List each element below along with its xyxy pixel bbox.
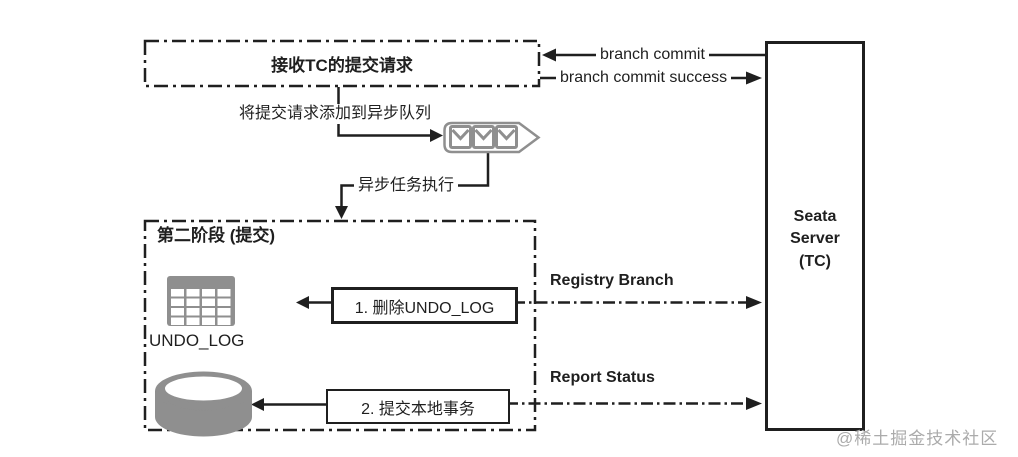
arrowhead-step2-to-database xyxy=(251,398,264,411)
arrowhead-branch-commit-success xyxy=(746,71,762,85)
step2-commit-local-tx-box: 2. 提交本地事务 xyxy=(326,389,510,424)
step1-label: 1. 删除UNDO_LOG xyxy=(354,299,495,317)
phase-box-border xyxy=(143,219,537,432)
step1-delete-undo-log-box: 1. 删除UNDO_LOG xyxy=(331,287,518,324)
phase-two-title: 第二阶段 (提交) xyxy=(157,226,276,245)
arrowhead-registry-branch xyxy=(746,296,762,309)
undo-log-table-label: UNDO_LOG xyxy=(149,331,245,350)
connector-to-queue xyxy=(337,87,430,137)
report-status-label: Report Status xyxy=(550,369,655,386)
undo-log-table-icon xyxy=(167,276,235,326)
arrowhead-report-status xyxy=(746,397,762,410)
seata-server-tc-box: Seata Server (TC) xyxy=(765,41,865,431)
arrowhead-to-queue xyxy=(430,129,443,142)
database-cylinder-icon xyxy=(155,371,252,437)
top-box-border xyxy=(143,39,541,88)
top-box-label: 接收TC的提交请求 xyxy=(271,56,413,75)
add-to-async-queue-label: 将提交请求添加到异步队列 xyxy=(237,104,434,124)
message-queue-icon xyxy=(443,121,541,154)
arrowhead-step1-to-table xyxy=(296,296,309,309)
envelope-icon xyxy=(495,125,518,149)
arrowhead-branch-commit xyxy=(542,48,556,62)
registry-branch-label: Registry Branch xyxy=(550,272,674,289)
envelope-icon xyxy=(472,125,495,149)
branch-commit-success-label: branch commit success xyxy=(556,68,732,88)
receive-tc-commit-request-box: 接收TC的提交请求 xyxy=(144,40,540,87)
step2-label: 2. 提交本地事务 xyxy=(361,400,475,418)
arrowhead-into-phase-box xyxy=(335,206,348,219)
branch-commit-label: branch commit xyxy=(596,45,709,65)
async-task-exec-label: 异步任务执行 xyxy=(354,176,459,196)
watermark: @稀土掘金技术社区 xyxy=(836,429,999,448)
envelope-icon xyxy=(449,125,472,149)
